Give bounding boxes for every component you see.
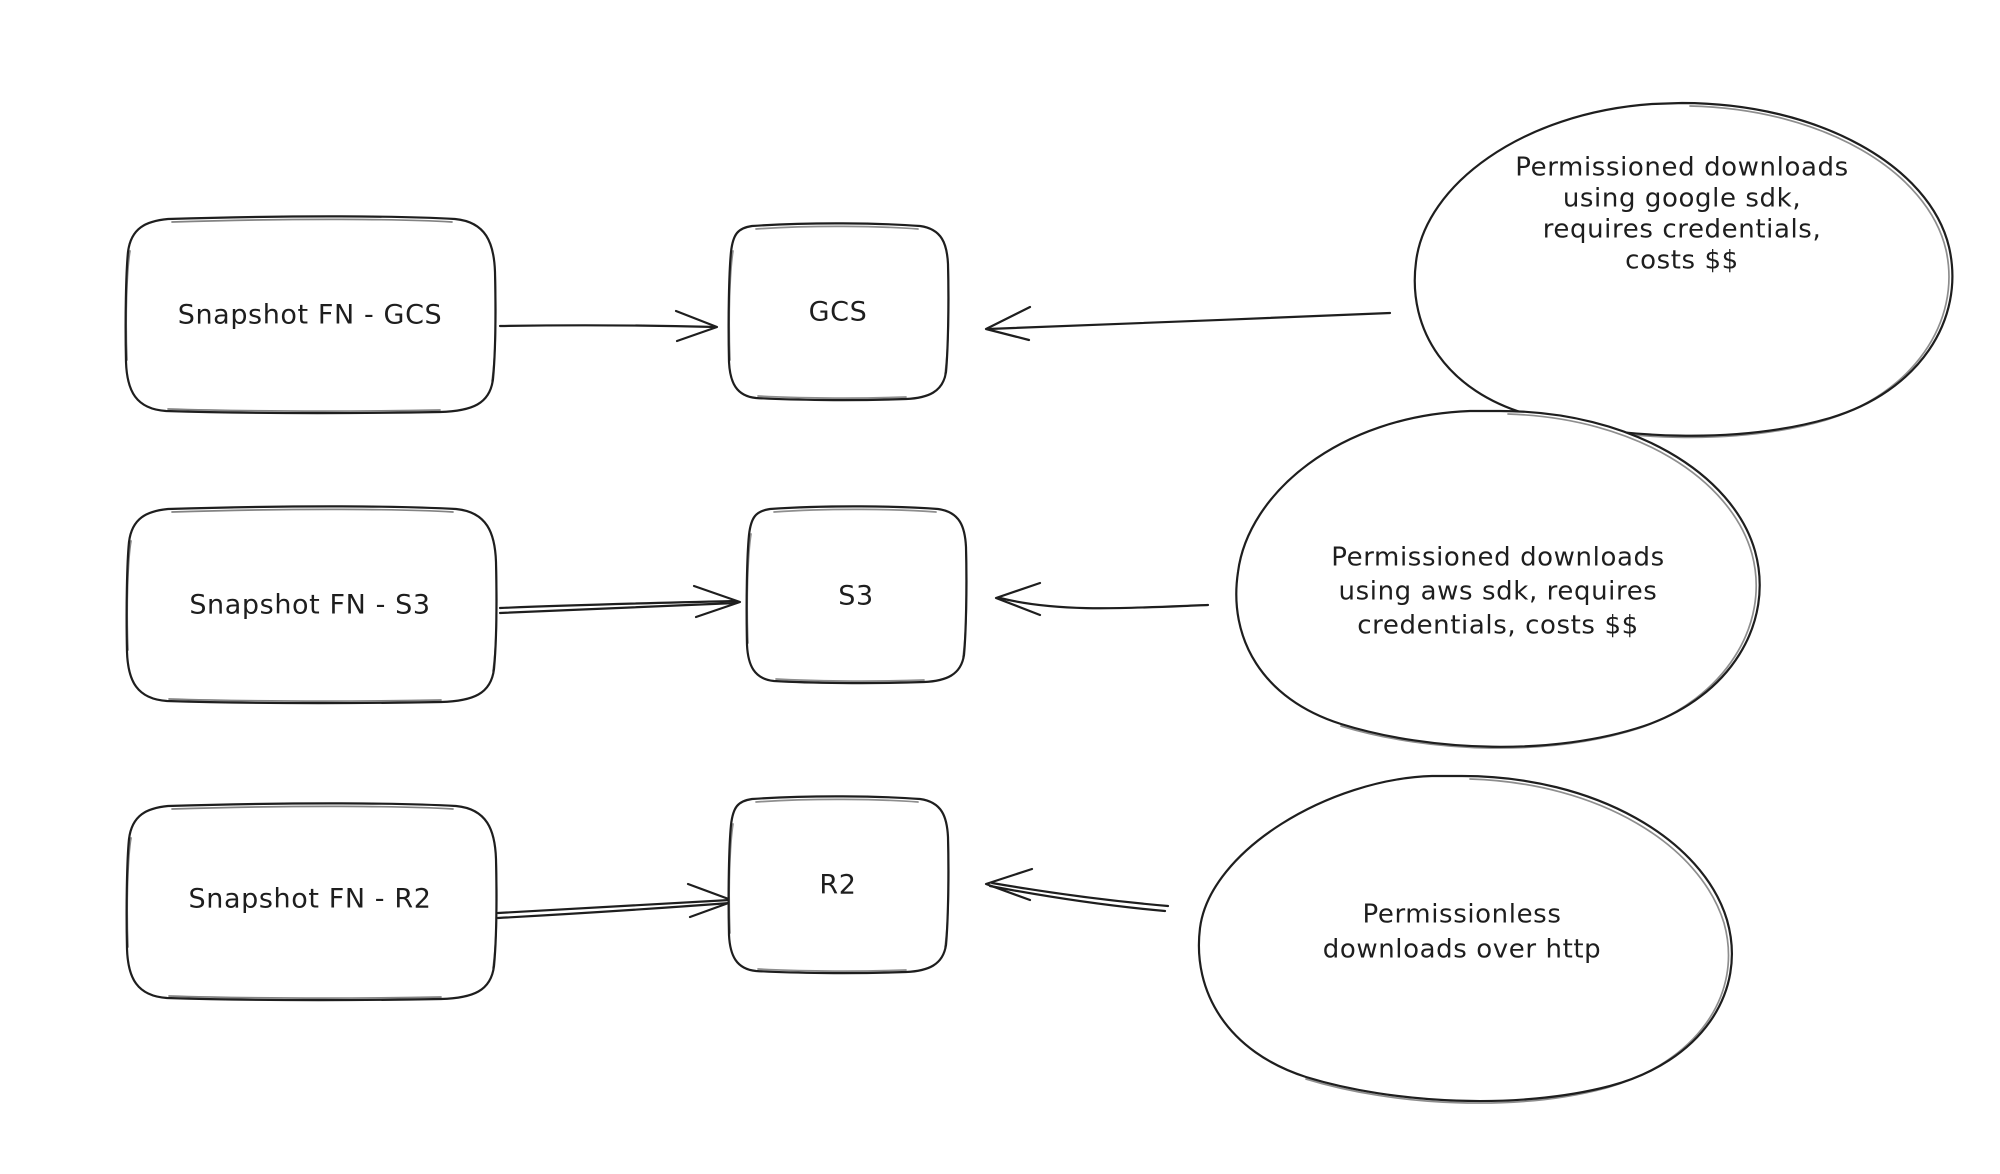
note-line-1: Permissionless: [1363, 900, 1562, 930]
node-s3[interactable]: S3: [745, 505, 968, 685]
node-label-gcs: GCS: [809, 297, 868, 328]
note-line-4: costs $$: [1625, 246, 1739, 276]
note-line-1: Permissioned downloads: [1515, 153, 1848, 183]
edge-note-s3-to-s3: [994, 581, 1210, 617]
note-line-1: Permissioned downloads: [1331, 543, 1664, 573]
edge-snapshot-fn-s3-to-s3: [498, 584, 742, 619]
edge-snapshot-fn-r2-to-r2: [496, 882, 736, 920]
edge-note-gcs-to-gcs: [984, 305, 1392, 342]
node-gcs[interactable]: GCS: [727, 222, 950, 402]
node-label-snapshot-fn-r2: Snapshot FN - R2: [189, 884, 432, 915]
note-gcs[interactable]: Permissioned downloads using google sdk,…: [1413, 101, 1954, 439]
row-r2: Snapshot FN - R2 R2 Permissionless downl…: [125, 774, 1733, 1104]
row-s3: Snapshot FN - S3 S3 Permissioned downloa…: [125, 409, 1761, 749]
edge-snapshot-fn-gcs-to-gcs: [498, 309, 719, 343]
node-snapshot-fn-s3[interactable]: Snapshot FN - S3: [125, 505, 498, 705]
note-line-3: credentials, costs $$: [1357, 611, 1638, 641]
edge-note-r2-to-r2: [984, 867, 1170, 913]
note-line-2: downloads over http: [1323, 935, 1602, 965]
note-line-2: using aws sdk, requires: [1339, 577, 1658, 607]
node-label-snapshot-fn-gcs: Snapshot FN - GCS: [178, 300, 443, 331]
row-gcs: Snapshot FN - GCS GCS Permissioned downl…: [124, 101, 1954, 439]
node-snapshot-fn-r2[interactable]: Snapshot FN - R2: [125, 802, 498, 1002]
note-s3[interactable]: Permissioned downloads using aws sdk, re…: [1235, 409, 1761, 749]
note-line-2: using google sdk,: [1563, 184, 1801, 214]
node-label-s3: S3: [838, 581, 874, 612]
node-label-snapshot-fn-s3: Snapshot FN - S3: [189, 590, 430, 621]
note-line-3: requires credentials,: [1543, 215, 1822, 245]
note-r2[interactable]: Permissionless downloads over http: [1197, 774, 1733, 1104]
node-label-r2: R2: [819, 870, 856, 901]
node-r2[interactable]: R2: [727, 795, 950, 975]
node-snapshot-fn-gcs[interactable]: Snapshot FN - GCS: [124, 215, 497, 415]
